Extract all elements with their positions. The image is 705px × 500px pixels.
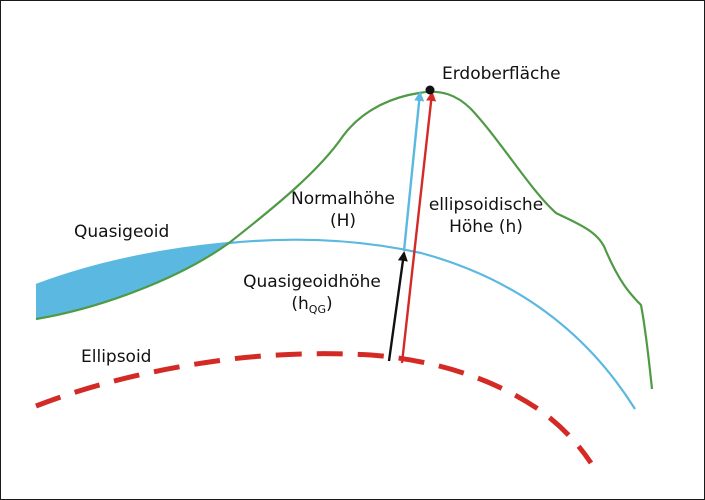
- terrain-curve: [35, 90, 654, 390]
- quasigeoid-height-label-line1: Quasigeoidhöhe: [243, 272, 381, 292]
- normal-height-label-line1: Normalhöhe: [291, 189, 395, 209]
- quasigeoid-height-subscript: QG: [308, 303, 326, 316]
- quasigeoid-height-arrow: [387, 251, 408, 362]
- quasigeoid-terrain-gap-fill: [36, 243, 229, 319]
- normal-height-label: Normalhöhe (H): [289, 188, 397, 232]
- ellipsoid-label: Ellipsoid: [81, 347, 152, 367]
- quasigeoid-height-symbol: h: [298, 294, 309, 314]
- quasigeoid-height-label: Quasigeoidhöhe (hQG): [237, 271, 387, 317]
- quasigeoid-label: Quasigeoid: [74, 222, 170, 242]
- ellipsoidal-height-label-line1: ellipsoidische: [428, 195, 544, 215]
- normal-height-arrow: [402, 91, 425, 252]
- ellipsoidal-height-label: ellipsoidische Höhe (h): [421, 194, 551, 238]
- surface-point: [425, 85, 435, 95]
- quasigeoid-height-label-line2: (hQG): [291, 294, 333, 316]
- quasigeoid-curve: [35, 238, 636, 410]
- normal-height-label-line2: (H): [329, 211, 357, 231]
- surface-label: Erdoberfläche: [442, 64, 561, 84]
- ellipsoid-curve: [35, 351, 594, 465]
- ellipsoidal-height-arrow: [400, 91, 437, 364]
- ellipsoidal-height-label-line2: Höhe (h): [449, 217, 523, 237]
